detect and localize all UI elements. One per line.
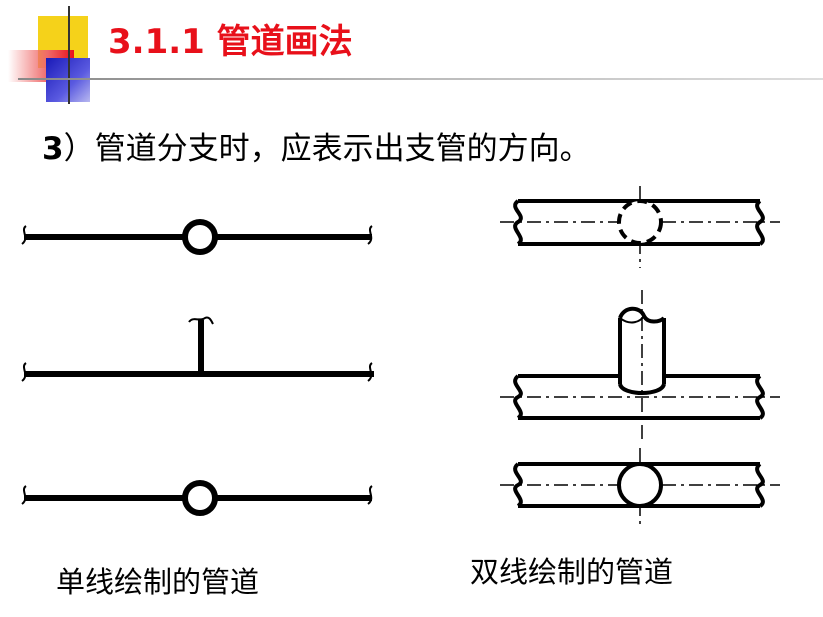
caption-single-line: 单线绘制的管道 bbox=[56, 565, 260, 599]
single-line-pipe-top bbox=[21, 219, 373, 255]
page-title: 3.1.1 管道画法 bbox=[108, 22, 353, 62]
double-line-pipe-top bbox=[500, 186, 780, 268]
double-line-pipe-middle bbox=[500, 290, 780, 440]
double-line-pipe-bottom bbox=[500, 448, 780, 528]
caption-double-line: 双线绘制的管道 bbox=[470, 555, 674, 589]
header-horizontal-rule bbox=[18, 78, 823, 80]
point-description: ）管道分支时，应表示出支管的方向。 bbox=[63, 131, 591, 167]
single-line-pipe-middle bbox=[21, 316, 374, 382]
header-vertical-line bbox=[68, 6, 70, 104]
point-number: 3 bbox=[42, 131, 64, 167]
single-line-pipe-bottom bbox=[21, 480, 373, 516]
point-text: 3）管道分支时，应表示出支管的方向。 bbox=[42, 128, 591, 170]
